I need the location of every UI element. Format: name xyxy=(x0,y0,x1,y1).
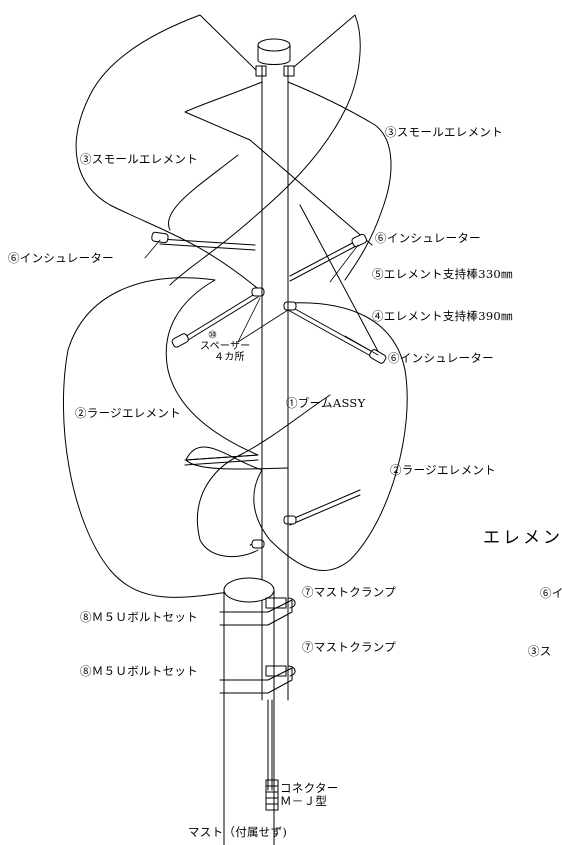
label-support-330: ⑤エレメント支持棒330㎜ xyxy=(372,267,513,281)
label-spacer-number: ⑩ xyxy=(208,330,218,341)
mast-clamps xyxy=(219,597,296,694)
label-bolt-set-upper: ⑧Ｍ５Ｕボルトセット xyxy=(80,610,198,624)
label-bolt-set-lower: ⑧Ｍ５Ｕボルトセット xyxy=(80,664,198,678)
mast xyxy=(223,577,275,845)
label-mast-note: マスト（付属せず) xyxy=(188,825,288,839)
side-item-6: ⑥イ xyxy=(540,586,562,600)
label-spacer-line1: スペーサー xyxy=(200,341,251,352)
small-element-cross-2 xyxy=(287,81,392,281)
label-support-390: ④エレメント支持棒390㎜ xyxy=(372,309,513,323)
label-insulator-right-upper: ⑥インシュレーター xyxy=(375,231,481,245)
label-connector-line2: Ｍ－Ｊ型 xyxy=(280,794,328,808)
label-large-element-right: ②ラージエレメント xyxy=(390,463,496,477)
small-element-cross-3 xyxy=(167,154,381,356)
side-heading: エレメン xyxy=(483,528,562,548)
small-element-cross-1 xyxy=(184,81,373,246)
label-small-element-left: ③スモールエレメント xyxy=(80,152,198,166)
label-mast-clamp-lower: ⑦マストクランプ xyxy=(302,640,397,654)
support-rods xyxy=(159,238,379,546)
leader-lines xyxy=(144,239,379,356)
label-mast-clamp-upper: ⑦マストクランプ xyxy=(302,585,397,599)
label-large-element-left: ②ラージエレメント xyxy=(75,406,181,420)
connector xyxy=(265,779,279,811)
top-cap xyxy=(255,38,295,77)
label-small-element-right: ③スモールエレメント xyxy=(385,125,503,139)
insulators xyxy=(151,231,387,549)
label-spacer-line2: ４カ所 xyxy=(214,352,245,363)
label-insulator-left: ⑥インシュレーター xyxy=(8,251,114,265)
label-connector-line1: コネクター xyxy=(280,781,339,795)
large-element-cross xyxy=(196,394,331,558)
label-boom-assy: ①ブームASSY xyxy=(286,396,366,410)
small-element-right-loop xyxy=(169,14,361,286)
large-element-left-loop xyxy=(62,277,259,598)
side-item-3: ③ス xyxy=(528,644,552,658)
label-insulator-right-lower: ⑥インシュレーター xyxy=(388,351,494,365)
